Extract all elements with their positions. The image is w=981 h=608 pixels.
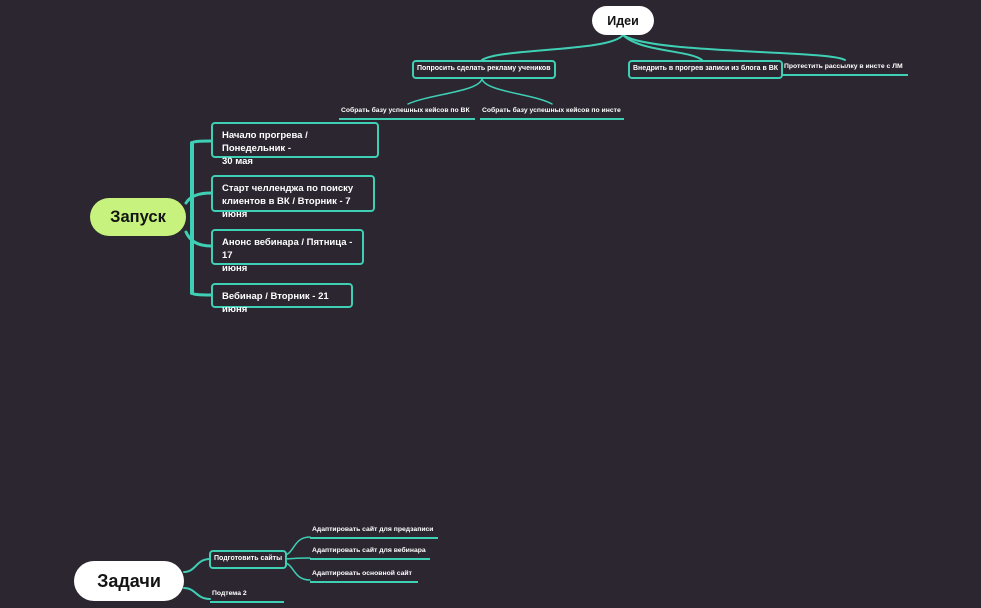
ideas-subtopic[interactable]: Собрать базу успешных кейсов по инсте	[480, 106, 624, 120]
ideas-branch-node[interactable]: Внедрить в прогрев записи из блога в ВК	[628, 60, 784, 79]
ideas-subtopic-label: Собрать базу успешных кейсов по инсте	[482, 107, 621, 114]
launch-item-line: Начало прогрева / Понедельник -	[222, 130, 308, 154]
connector-tasks-branch-2	[183, 587, 211, 600]
tasks-subtopic[interactable]: Адаптировать основной сайт	[310, 569, 418, 583]
tasks-subtopic[interactable]: Адаптировать сайт для предзаписи	[310, 525, 438, 539]
launch-item-line: июня	[222, 263, 248, 274]
ideas-branch-label: Протестить рассылку в инсте с ЛМ	[784, 63, 903, 70]
ideas-branch-leaf[interactable]: Протестить рассылку в инсте с ЛМ	[782, 62, 908, 76]
launch-root-label: Запуск	[110, 207, 166, 226]
ideas-subtopic-label: Собрать базу успешных кейсов по ВК	[341, 107, 470, 114]
tasks-subtopic-label: Адаптировать сайт для вебинара	[312, 547, 426, 554]
connector-ideas-branch-1	[481, 34, 624, 61]
connector-launch-3	[184, 230, 213, 248]
launch-item-line: клиентов в ВК / Вторник - 7 июня	[222, 196, 351, 220]
connector-ideas-branch-3	[622, 34, 846, 61]
connector-launch-4	[190, 291, 213, 297]
connector-launch-2	[184, 191, 213, 205]
ideas-branch-label: Внедрить в прогрев записи из блога в ВК	[633, 65, 779, 72]
tasks-branch-leaf[interactable]: Подтема 2	[210, 589, 284, 603]
ideas-branch-label: Попросить сделать рекламу учеников	[417, 65, 551, 72]
launch-item[interactable]: Начало прогрева / Понедельник - 30 мая	[211, 122, 379, 167]
tasks-root-label: Задачи	[97, 570, 161, 591]
tasks-subtopic-label: Адаптировать основной сайт	[312, 570, 412, 577]
connector-ideas-leaf-2	[481, 78, 553, 105]
tasks-subtopic[interactable]: Адаптировать сайт для вебинара	[310, 546, 430, 560]
tasks-branch-node[interactable]: Подготовить сайты	[209, 550, 288, 569]
launch-item-line: Вебинар / Вторник - 21 июня	[222, 291, 329, 315]
launch-item-line: Анонс вебинара / Пятница - 17	[222, 237, 353, 261]
connector-ideas-branch-2	[622, 34, 703, 61]
tasks-subtopic-label: Адаптировать сайт для предзаписи	[312, 526, 434, 533]
tasks-root-node[interactable]: Задачи	[74, 561, 184, 601]
tasks-branch-label: Подтема 2	[212, 590, 247, 597]
launch-item[interactable]: Старт челленджа по поиску клиентов в ВК …	[211, 175, 375, 220]
launch-root-node[interactable]: Запуск	[90, 198, 186, 236]
ideas-branch-node[interactable]: Попросить сделать рекламу учеников	[412, 60, 556, 79]
ideas-root-label: Идеи	[607, 13, 639, 28]
ideas-subtopic[interactable]: Собрать базу успешных кейсов по ВК	[339, 106, 475, 120]
connector-launch-1	[190, 139, 213, 145]
tasks-branch-label: Подготовить сайты	[214, 555, 283, 562]
connector-tasks-branch-1	[183, 558, 211, 573]
launch-item[interactable]: Анонс вебинара / Пятница - 17 июня	[211, 229, 364, 274]
launch-item[interactable]: Вебинар / Вторник - 21 июня	[211, 283, 353, 315]
launch-item-line: Старт челленджа по поиску	[222, 183, 354, 194]
ideas-root-node[interactable]: Идеи	[592, 6, 654, 35]
connector-ideas-leaf-1	[407, 78, 483, 105]
launch-item-line: 30 мая	[222, 156, 253, 167]
